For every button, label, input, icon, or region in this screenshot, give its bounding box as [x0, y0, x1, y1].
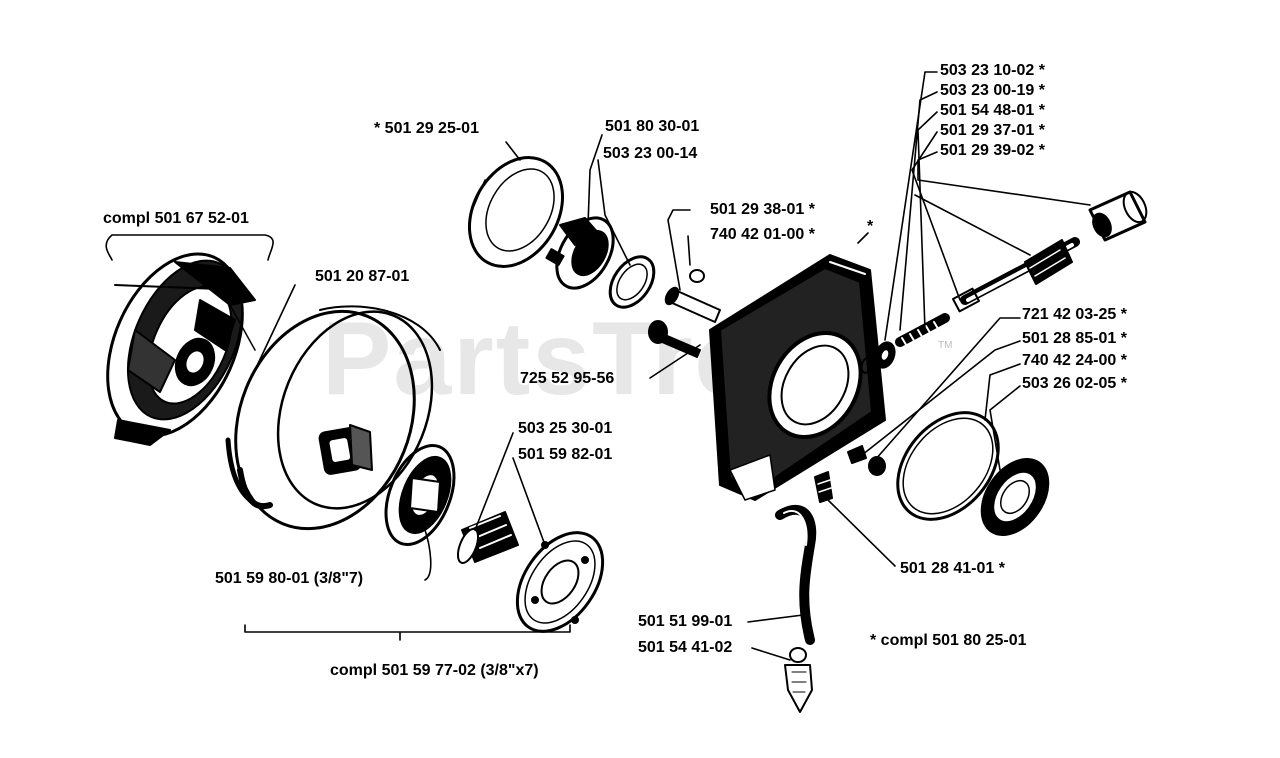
label-retaining-ring: 503 23 00-14 [603, 145, 698, 162]
label-pump-compl: * compl 501 80 25-01 [870, 632, 1027, 649]
oil-seal [980, 458, 1050, 536]
label-asterisk: * [867, 218, 874, 235]
label-large-oring: 740 42 24-00 * [1022, 352, 1127, 369]
worm-shaft [952, 237, 1080, 313]
plug [847, 445, 886, 476]
label-strainer: 501 54 41-02 [638, 639, 733, 656]
label-oring-small: 740 42 01-00 * [710, 226, 815, 243]
nipple [814, 471, 833, 503]
label-rim-sprocket: 501 59 80-01 (3/8"7) [215, 570, 364, 587]
pump-gear [545, 216, 615, 290]
label-part-4: 501 29 37-01 * [940, 122, 1045, 139]
label-clutch-compl: compl 501 67 52-01 [103, 210, 249, 227]
label-nipple: 501 28 41-01 * [900, 560, 1005, 577]
label-coupling: 501 29 39-02 * [940, 142, 1045, 159]
watermark-trademark: TM [938, 340, 953, 351]
label-clutch-spring: 501 20 87-01 [315, 268, 410, 285]
label-part-5: 721 42 03-25 * [1022, 306, 1127, 323]
rim-sprocket [384, 443, 456, 547]
label-part-3: 501 54 48-01 * [940, 102, 1045, 119]
clutch-drum [225, 305, 441, 531]
label-part-6: 501 28 85-01 * [1022, 330, 1127, 347]
washer [515, 531, 605, 633]
retaining-ring [608, 255, 656, 309]
pin-and-oring [664, 269, 721, 323]
cover-ring [467, 156, 565, 268]
label-part-2: 503 23 00-19 * [940, 82, 1045, 99]
large-oring [896, 411, 1000, 521]
label-pump-gear: 501 80 30-01 [605, 118, 700, 135]
label-needle-bearing: 503 25 30-01 [518, 420, 613, 437]
label-screw: 725 52 95-56 [520, 370, 615, 387]
screw [648, 320, 701, 358]
strainer [784, 647, 813, 713]
spring [895, 313, 950, 349]
needle-bearing [456, 511, 519, 564]
coupling [1088, 190, 1148, 242]
leader-lines [105, 71, 1091, 661]
label-cover-ring: * 501 29 25-01 [374, 120, 479, 137]
pump-housing [709, 254, 886, 501]
washer-stack [860, 341, 896, 374]
oil-hose [775, 504, 817, 645]
label-part-1: 503 23 10-02 * [940, 62, 1045, 79]
label-pin: 501 29 38-01 * [710, 201, 815, 218]
clutch-assembly [106, 252, 256, 446]
label-washer: 501 59 82-01 [518, 446, 613, 463]
label-oil-hose: 501 51 99-01 [638, 613, 733, 630]
label-drum-compl: compl 501 59 77-02 (3/8"x7) [330, 662, 539, 679]
label-oil-seal: 503 26 02-05 * [1022, 375, 1127, 392]
